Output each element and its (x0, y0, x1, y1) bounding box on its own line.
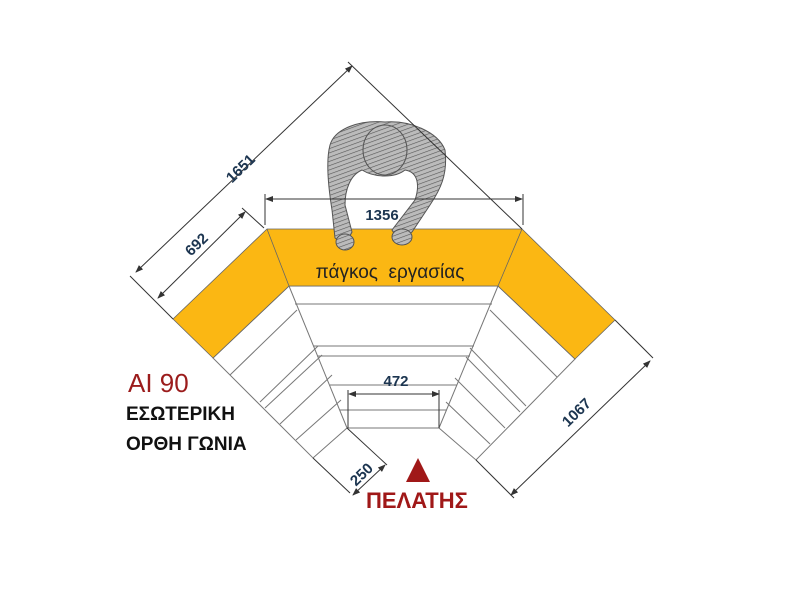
customer-label: ΠΕΛΑΤΗΣ (366, 488, 468, 513)
customer-triangle-icon (406, 458, 430, 482)
dim-label-1067: 1067 (559, 395, 595, 430)
dim-label-1356: 1356 (365, 207, 398, 224)
dim-line-692 (157, 211, 246, 299)
dim-label-1651: 1651 (223, 151, 259, 186)
dim-line-250 (352, 464, 386, 496)
dim-label-472: 472 (383, 373, 408, 390)
dim-line-1067 (510, 360, 651, 496)
dim-label-692: 692 (182, 230, 212, 260)
cabinet-body (212, 285, 576, 461)
description-line-1: ΕΣΩΤΕΡΙΚΗ (126, 404, 235, 425)
counter-label: πάγκος εργασίας (316, 262, 465, 283)
description-line-2: ΟΡΘΗ ΓΩΝΙΑ (126, 434, 247, 455)
model-name: AI 90 (128, 368, 189, 398)
dim-label-250: 250 (347, 460, 377, 490)
